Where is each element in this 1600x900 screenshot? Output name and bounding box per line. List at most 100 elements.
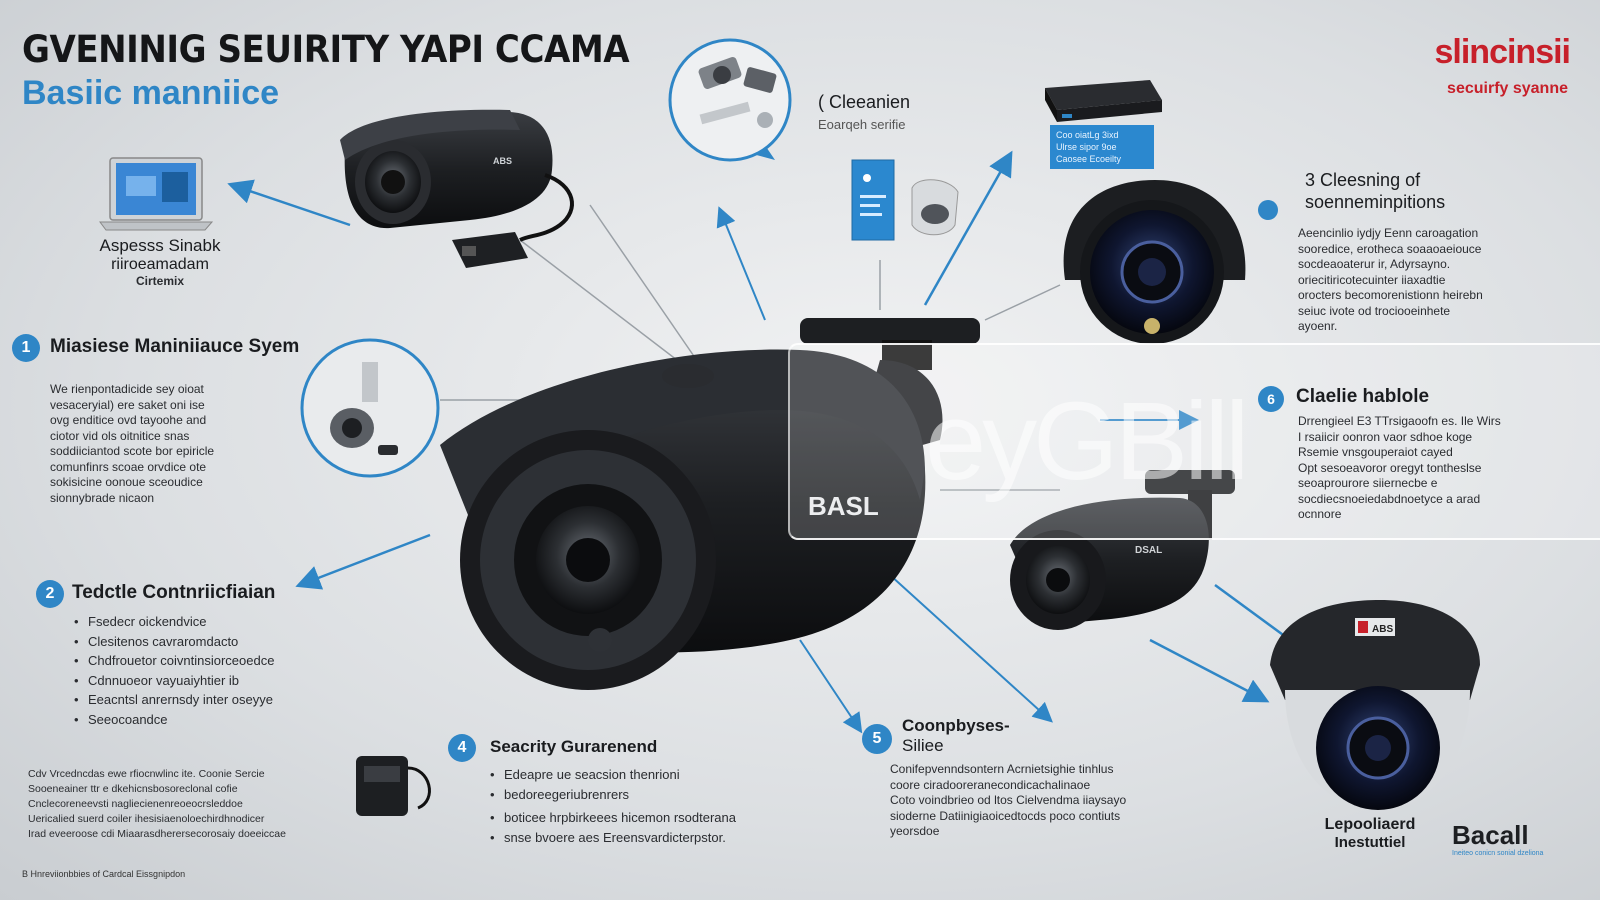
connector-lines: [227, 150, 1291, 734]
section-5-title: Coonpbyses-: [902, 716, 1010, 735]
brand-tagline: secuirfy syanne: [1447, 80, 1568, 97]
body-line: Conifepvenndsontern Acrnietsighie tinhlu…: [890, 762, 1114, 776]
list-item: Seeocoandce: [72, 710, 332, 730]
laptop-callout-line1: Aspesss Sinabk: [99, 236, 221, 255]
watermark-band: [788, 343, 1600, 540]
watermark-text: eyGBill: [925, 380, 1249, 503]
list-item: Edeapre ue seacsion thenrioni: [488, 765, 788, 785]
bottom-brand-logo: Bacall: [1452, 820, 1529, 850]
section-5-title-line2: Siliee: [902, 736, 944, 755]
list-item: snse bvoere aes Ereensvardicterpstor.: [488, 828, 788, 848]
callout-cleaning-subtitle: Eoarqeh serifie: [818, 116, 906, 132]
body-line: vesaceryial) ere saket oni ise: [50, 397, 205, 412]
dome-camera-icon: [1063, 180, 1246, 344]
page-subtitle: Basiic manniice: [22, 74, 280, 112]
body-line: Cnclecoreneevsti nagliecienenreoeocrsled…: [28, 798, 243, 810]
connector-up: [716, 206, 766, 321]
connector-dome-top: [984, 284, 1061, 321]
portable-recorder-icon: [356, 756, 431, 816]
laptop-callout-line2: riiroeamadam: [111, 255, 209, 273]
body-line: ciotor vid ols oitnitice snas: [50, 428, 190, 443]
section-4-badge: 4: [448, 734, 476, 762]
body-line: coore ciradooreranecondicachalinaoe: [890, 777, 1091, 792]
page-title: GVENINIG SEUIRITY YAPI CCAMA: [22, 28, 630, 71]
connector-laptop: [227, 179, 351, 227]
body-line: Aeencinlio iydjy Eenn caroagation: [1298, 226, 1479, 240]
dome-caption: Lepooliaerd Inestuttiel: [1300, 816, 1440, 852]
section-2-title: Tedctle Contnriicfiaian: [72, 582, 276, 603]
body-line: ocnnore: [1298, 507, 1342, 521]
laptop-icon: [99, 157, 214, 231]
connector-tools: [589, 204, 701, 366]
section-1-title: Miasiese Maniniiauce Syem: [50, 336, 300, 357]
body-line: sioderne Datiinigiaoicedtocds poco conti…: [890, 808, 1121, 823]
connector-dome-right: [1214, 583, 1291, 642]
list-item: Clesitenos cavraromdacto: [72, 632, 332, 652]
usb-stick-icon: [911, 179, 959, 236]
connector-dvr: [923, 150, 1013, 306]
cleaning-tools-icon: [668, 38, 792, 162]
body-line: Sooeneainer ttr e dkehicnsbosoreclonal c…: [28, 783, 238, 795]
list-item: Eeacntsl anrernsdy inter oseyye: [72, 690, 332, 710]
body-line: Irad eveeroose cdi Miaarasdherersecorosa…: [28, 828, 286, 840]
section-2-list: Fsedecr oickendviceClesitenos cavraromda…: [72, 612, 332, 729]
bottom-brand-tagline: Ineiteo conicn sonial dzeliona: [1452, 850, 1544, 857]
list-item: Fsedecr oickendvice: [72, 612, 332, 632]
body-line: sokisicine oonoue sceoudice: [50, 475, 203, 489]
section-1-badge: 1: [12, 334, 40, 362]
dvr-card-line: Ulrse sipor 9oe: [1056, 142, 1117, 153]
section-4-list-2: boticee hrpbirkeees hicemon rsodteranasn…: [488, 808, 788, 847]
body-line: Cdv Vrcedncdas ewe rfiocnwlinc ite. Coon…: [28, 768, 265, 780]
section-3-badge: [1258, 200, 1278, 220]
dome-camera-bottom-icon: [1270, 600, 1480, 810]
connector-dome-bottom: [1149, 638, 1270, 703]
list-item: bedoreegeriubrenrers: [488, 785, 788, 805]
section-6-badge: 6: [1258, 386, 1284, 412]
bullet-camera-icon: ABS: [340, 109, 574, 242]
sd-card-icon: [851, 159, 895, 241]
body-line: ovg enditice ovd tayoohe and: [50, 413, 207, 427]
connector-bottom: [889, 574, 1053, 723]
dome-label: ABS: [1372, 624, 1393, 635]
brand-logo-name: slincinsii: [1434, 33, 1571, 71]
junction-box-icon: [452, 232, 528, 268]
connector-section2: [295, 533, 431, 590]
body-line: seoaprourore siiernecbe e: [1298, 476, 1438, 490]
section-4-title: Seacrity Gurarenend: [490, 737, 658, 756]
section-3-title-text: Cleesning of: [1320, 170, 1421, 190]
body-line: Opt sesoeavoror oregyt tontheslse: [1298, 460, 1482, 475]
body-line: yeorsdoe: [890, 824, 940, 838]
dvr-card-line: Coo oiatLg 3ixd: [1056, 130, 1119, 140]
body-line: oriecitiricotecuinter iiaxadtie: [1298, 272, 1446, 287]
body-line: We rienpontadicide sey oioat: [50, 382, 204, 396]
small-bullet-camera-icon: [1010, 470, 1235, 630]
body-line: Drrengieel E3 TTrsigaoofn es. Ile Wirs: [1298, 414, 1501, 428]
section-2-badge: 2: [36, 580, 64, 608]
footer-note: B Hnreviionbbies of Cardcal Eissgnipdon: [22, 869, 186, 879]
svg-text:ABS: ABS: [493, 156, 512, 166]
list-item: Chdfrouetor coivntinsiorceoedce: [72, 651, 332, 671]
section-3-number: 3: [1305, 170, 1316, 190]
section-3-title: 3 Cleesning of: [1305, 170, 1420, 191]
callout-cleaning-title: ( Cleeanien: [818, 92, 911, 112]
callout-cleaning: ( Cleeanien Eoarqeh serifie: [818, 92, 910, 132]
body-line: Coto voindbrieo od ltos Cielvendma iiays…: [890, 793, 1127, 807]
section-5-badge: 5: [862, 724, 892, 754]
body-line: comunfinrs scoae orvdice ote: [50, 459, 207, 474]
body-line: seiuc ivote od trociooeinhete: [1298, 303, 1451, 318]
body-line: ayoenr.: [1298, 319, 1338, 333]
section-4-list: Edeapre ue seacsion thenrionibedoreegeri…: [488, 765, 788, 804]
dvr-recorder-icon: [1045, 80, 1162, 122]
body-line: orocters becomorenistionn heirebn: [1298, 288, 1483, 302]
list-item: boticee hrpbirkeees hicemon rsodterana: [488, 808, 788, 828]
body-line: Rsemie vnsgouperaiot cayed: [1298, 445, 1453, 459]
connector-section5: [799, 639, 863, 734]
body-line: Uericalied suerd coiler ihesisiaenoloech…: [28, 813, 265, 825]
laptop-callout: Aspesss Sinabk riiroeamadam Cirtemix: [60, 236, 260, 288]
bottom-left-notes: Cdv Vrcedncdas ewe rfiocnwlinc ite. Coon…: [28, 767, 348, 842]
laptop-callout-line3: Cirtemix: [135, 273, 185, 288]
section-6-title: Claelie hablole: [1296, 386, 1430, 407]
